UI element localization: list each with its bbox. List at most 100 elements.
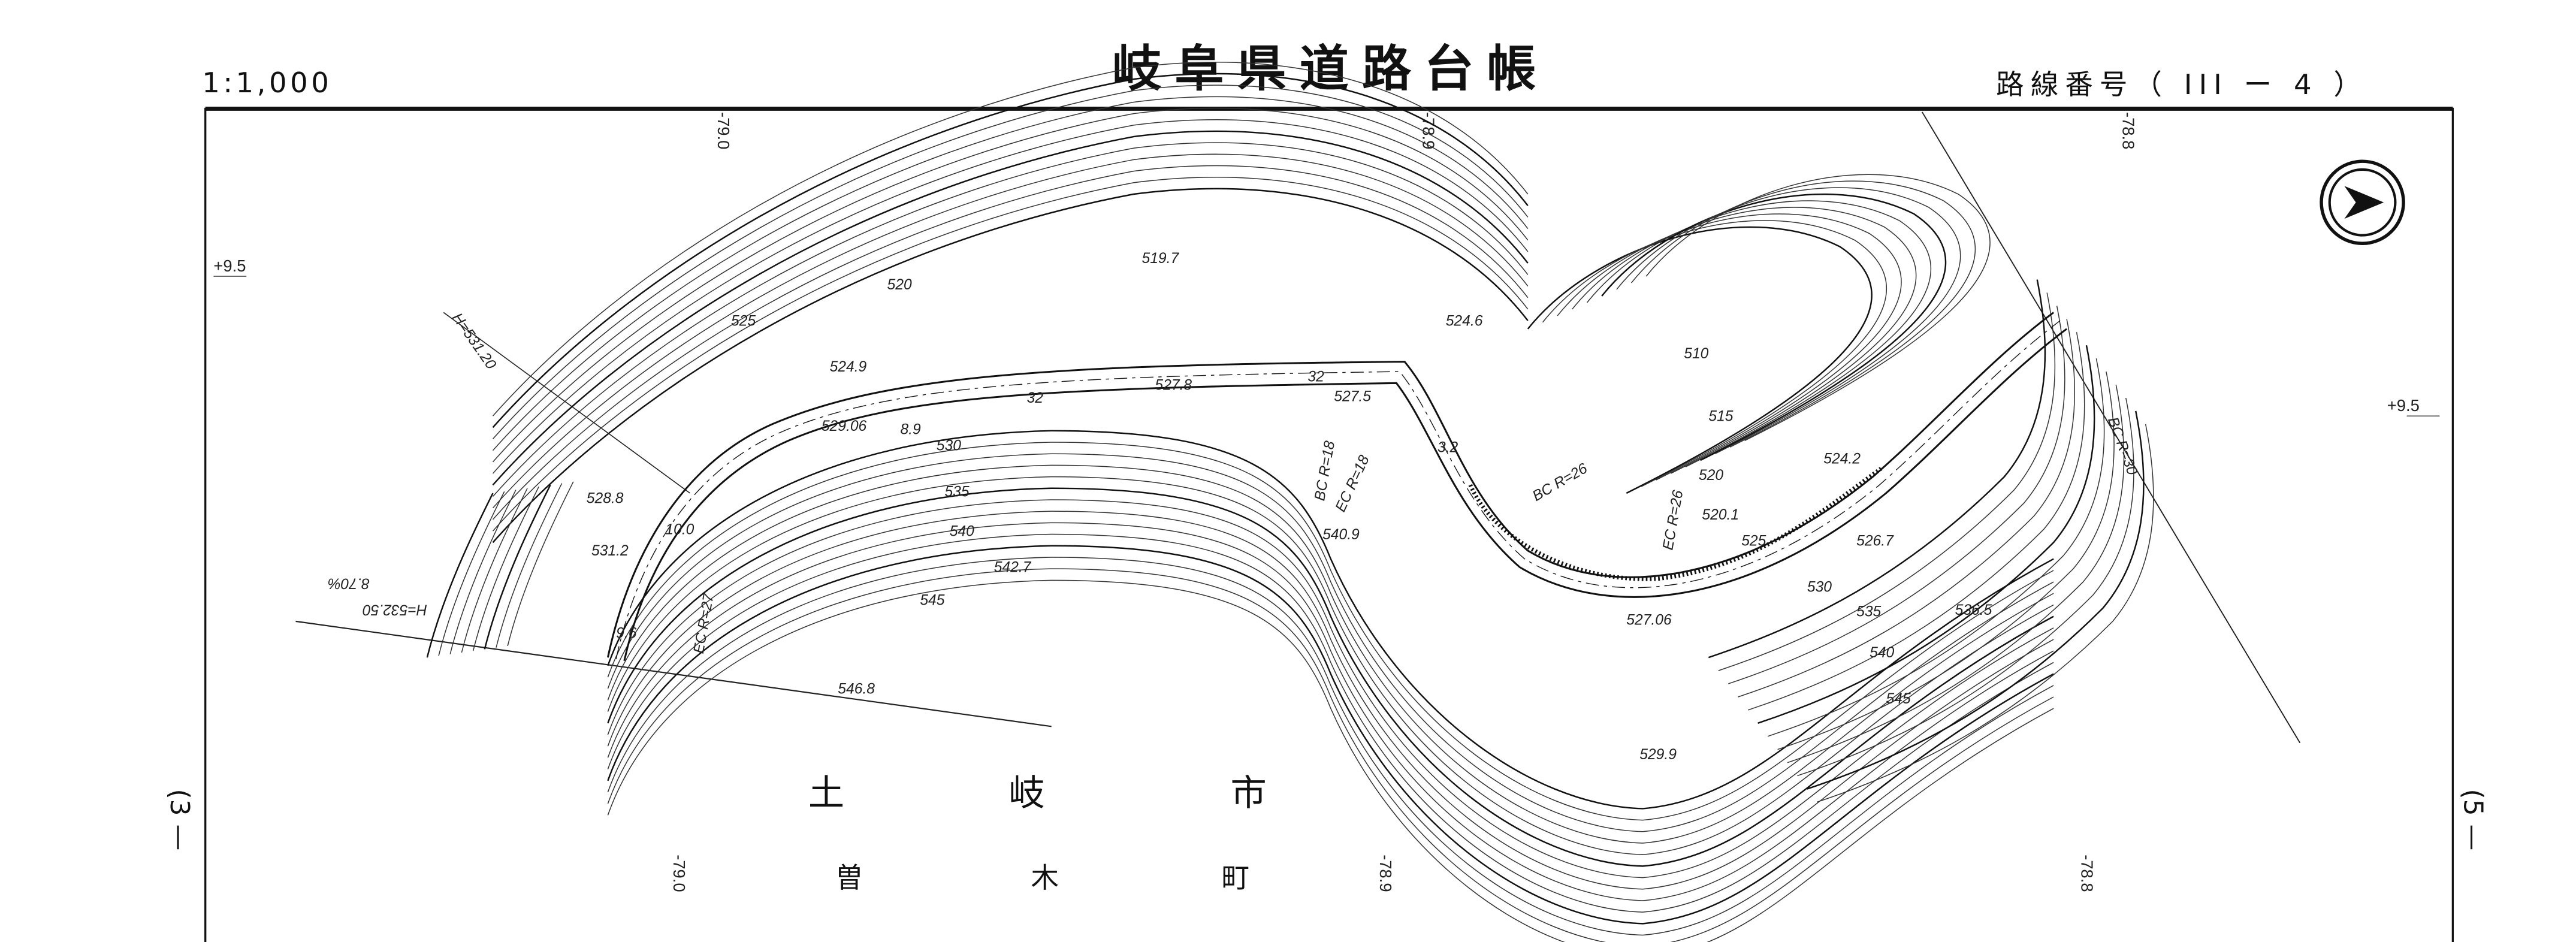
curve-label: EC R=18 (1333, 452, 1373, 514)
elevation-label: 524.6 (1446, 313, 1483, 329)
elevation-labels: 519.7 520 525 524.9 524.6 510 527.8 527.5 529.06… (587, 250, 1992, 763)
contour-line (1738, 319, 2076, 698)
elevation-label: 531.2 (591, 543, 629, 559)
contour-line (1708, 279, 2046, 659)
elevation-label: 540 (1870, 645, 1894, 661)
grid-label-top: -78.8 (2119, 112, 2137, 149)
city-name-char: 市 (1231, 772, 1267, 814)
contour-line (492, 142, 1529, 497)
contour-line (607, 442, 2054, 821)
grade-label: 8.70% (328, 575, 370, 591)
contour-line (607, 430, 2054, 810)
contour-line (496, 483, 563, 648)
city-name-char: 土 (808, 772, 844, 814)
contour-line (607, 499, 2054, 878)
contour-line (1630, 180, 1976, 448)
elevation-label: 519.7 (1141, 250, 1179, 267)
elevation-label: 524.9 (830, 359, 867, 375)
elevation-label: 520 (1699, 467, 1723, 484)
elevation-label: 529.06 (822, 418, 867, 434)
grid-label-top: -78.9 (1419, 112, 1438, 149)
elevation-label: 545 (920, 592, 944, 608)
contour-line (438, 491, 505, 656)
curve-label: BC R=26 (1530, 460, 1590, 505)
city-name-char: 岐 (1008, 772, 1044, 814)
grade-label: H=532.50 (363, 601, 427, 617)
town-name-char: 町 (1221, 862, 1249, 894)
elevation-label: 540.9 (1322, 527, 1360, 543)
elevation-label: 536.5 (1955, 602, 1992, 618)
contour-line (507, 481, 574, 647)
grid-label-bottom: -79.0 (670, 855, 688, 892)
grid-label-bottom: -78.9 (1376, 855, 1395, 892)
elevation-label: 525 (731, 313, 756, 329)
contour-line (607, 511, 2054, 890)
grade-label: H=531.20 (449, 310, 499, 373)
contour-line (1767, 358, 2105, 737)
town-name-char: 木 (1031, 862, 1059, 894)
road-alignment (606, 312, 2067, 661)
contour-line (1527, 226, 1873, 494)
curve-label: BC R=30 (2104, 415, 2140, 477)
town-name-char: 曽 (835, 862, 863, 894)
contour-line (1616, 187, 1961, 454)
contour-line (1747, 332, 2085, 711)
elevation-label: 527.06 (1626, 612, 1672, 628)
contour-line (449, 490, 517, 654)
contour-line (1817, 424, 2154, 803)
elevation-label: 32 (1027, 390, 1044, 406)
elevation-label: 515 (1708, 408, 1733, 424)
contour-line (1807, 410, 2145, 790)
contour-line (607, 545, 2054, 925)
elevation-label: 8.9 (900, 421, 921, 437)
grid-label-right: +9.5 (2387, 396, 2420, 415)
elevation-label: 529.9 (1639, 747, 1677, 763)
boundary-line (1921, 111, 2301, 744)
grid-label-left: +9.5 (213, 256, 246, 275)
contour-line (1586, 200, 1931, 467)
route-number-label: 路線番号（ III ー 4 ） (1996, 68, 2368, 101)
elevation-label: 542.7 (994, 560, 1032, 576)
elevation-label: 3.2 (1438, 439, 1458, 455)
scale-label: 1:1,000 (202, 67, 332, 99)
contour-line (1645, 174, 1991, 441)
contour-line (1777, 371, 2115, 750)
contour-line (607, 476, 2054, 855)
elevation-label: 528.8 (587, 490, 624, 506)
contour-line (607, 579, 2054, 942)
elevation-label: 530 (1807, 579, 1832, 596)
grid-label-bottom: -78.8 (2078, 855, 2097, 892)
sheet-ref-left: (3 — (164, 789, 195, 851)
contour-line (1757, 345, 2095, 724)
contour-line (492, 84, 1529, 440)
contour-line (492, 176, 1529, 532)
elevation-label: 510 (1684, 346, 1708, 362)
contour-line (492, 153, 1529, 509)
contour-line (1787, 384, 2125, 763)
elevation-label: 32 (1307, 369, 1324, 385)
elevation-label: 520 (887, 277, 912, 293)
contour-line (1572, 207, 1917, 474)
grade-leader-line (443, 312, 691, 494)
elevation-label: 527.5 (1334, 388, 1371, 404)
contour-line (1718, 292, 2056, 671)
contour-line (607, 522, 2054, 901)
elevation-label: 546.8 (838, 681, 875, 698)
elevation-label: 527.8 (1155, 377, 1192, 393)
elevation-label: 540 (950, 523, 974, 539)
contour-line (607, 533, 2054, 913)
contour-line (492, 130, 1529, 486)
contour-line (607, 487, 2054, 867)
curve-label: EC R=26 (1660, 489, 1686, 551)
elevation-label: 545 (1886, 691, 1910, 707)
contour-lines (426, 62, 2154, 942)
north-arrow-icon (2320, 159, 2405, 246)
elevation-label: 525 (1741, 533, 1766, 550)
contour-line (607, 568, 2054, 942)
elevation-label: 524.2 (1823, 451, 1861, 467)
grid-label-top: -79.0 (714, 112, 733, 149)
contour-line (1797, 397, 2134, 777)
elevation-label: 530 (937, 438, 961, 454)
contour-line (607, 464, 2054, 844)
